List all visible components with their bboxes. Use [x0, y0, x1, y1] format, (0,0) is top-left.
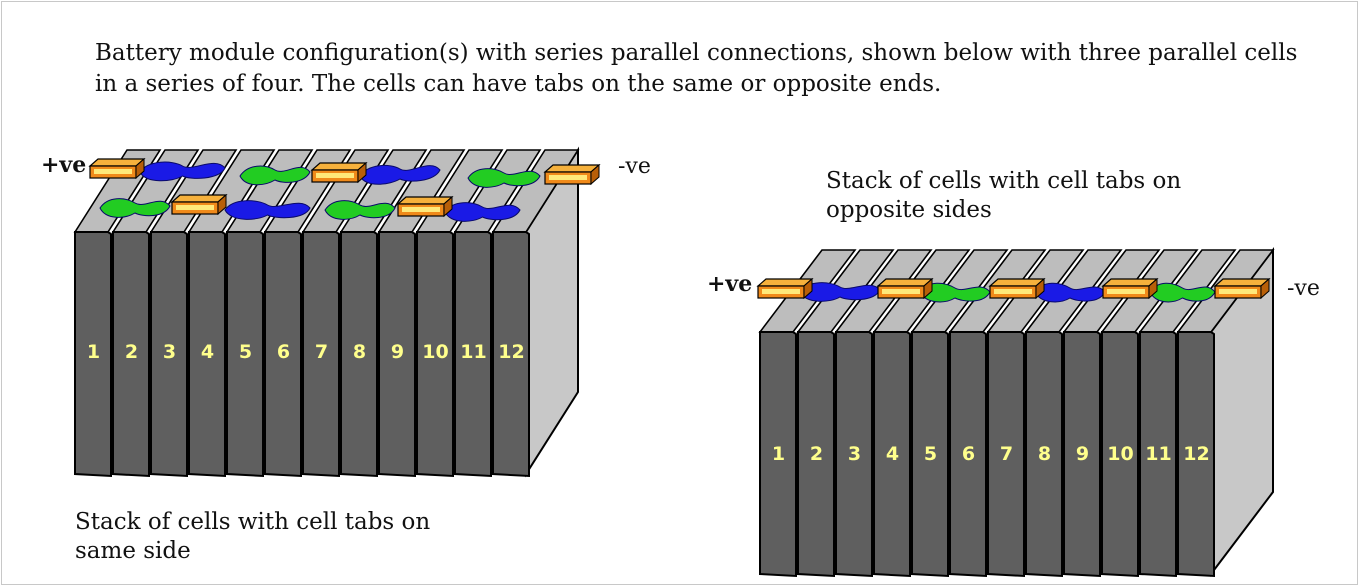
- right-cell-number: 4: [886, 443, 899, 465]
- left-cell-front: [302, 231, 340, 478]
- right-cell-front: [1063, 331, 1101, 578]
- right-busbar-side: [1035, 277, 1045, 300]
- right-positive-terminal-label: +ve: [707, 271, 753, 297]
- left-cell-front: [74, 231, 112, 478]
- right-cell-front: [1177, 331, 1215, 578]
- right-cell-number: 12: [1183, 443, 1209, 465]
- left-cell-number: 11: [460, 341, 486, 363]
- left-cell-number: 3: [163, 341, 176, 363]
- left-cell-number: 10: [422, 341, 448, 363]
- left-cell-number: 7: [315, 341, 328, 363]
- right-cell-front: [1025, 331, 1063, 578]
- left-cell-front: [416, 231, 454, 478]
- left-busbar-side: [217, 193, 227, 216]
- left-cell-number: 6: [277, 341, 290, 363]
- right-positive-busbar-side: [803, 277, 813, 300]
- right-busbar-highlight: [1107, 289, 1145, 294]
- left-cell-front: [378, 231, 416, 478]
- right-cell-number: 6: [962, 443, 975, 465]
- right-busbar: [876, 278, 934, 287]
- right-negative-busbar: [1213, 278, 1271, 287]
- left-busbar: [396, 196, 454, 205]
- left-cell-front: [188, 231, 226, 478]
- left-link-green: [324, 200, 396, 220]
- left-cell-front: [340, 231, 378, 478]
- right-positive-busbar-highlight: [762, 289, 800, 294]
- right-negative-terminal-label: -ve: [1287, 276, 1320, 301]
- left-caption-line2: same side: [75, 538, 191, 564]
- right-caption-line1: Stack of cells with cell tabs on: [826, 168, 1182, 194]
- left-cell-number: 4: [201, 341, 214, 363]
- left-link-blue: [139, 161, 226, 182]
- left-caption-line1: Stack of cells with cell tabs on: [75, 509, 431, 535]
- right-cell-front: [873, 331, 911, 578]
- left-cell-front: [492, 231, 530, 478]
- right-busbar-highlight: [882, 289, 920, 294]
- left-link-green: [467, 168, 541, 188]
- left-link-blue: [444, 202, 521, 222]
- right-cell-number: 2: [810, 443, 823, 465]
- left-link-green: [239, 165, 311, 186]
- left-busbar: [170, 194, 228, 203]
- left-negative-terminal-label: -ve: [618, 154, 651, 179]
- left-cell-number: 12: [498, 341, 524, 363]
- right-caption-line2: opposite sides: [826, 197, 992, 223]
- left-negative-busbar-highlight: [549, 175, 587, 180]
- left-cell-number: 1: [87, 341, 100, 363]
- left-busbar-side: [443, 195, 453, 218]
- left-cell-front: [112, 231, 150, 478]
- left-cell-front: [454, 231, 492, 478]
- right-cell-number: 10: [1107, 443, 1133, 465]
- right-cell-number: 3: [848, 443, 861, 465]
- left-busbar-side: [357, 161, 367, 184]
- left-cell-number: 5: [239, 341, 252, 363]
- right-busbar: [1101, 278, 1159, 287]
- right-busbar-side: [923, 277, 933, 300]
- right-cell-front: [987, 331, 1025, 578]
- right-cell-number: 9: [1076, 443, 1089, 465]
- left-busbar-highlight: [316, 173, 354, 178]
- right-busbar-side: [1148, 277, 1158, 300]
- right-cell-number: 7: [1000, 443, 1013, 465]
- left-cell-number: 8: [353, 341, 366, 363]
- right-cell-front: [949, 331, 987, 578]
- left-busbar-highlight: [176, 205, 214, 210]
- left-cell-front: [264, 231, 302, 478]
- right-cell-number: 5: [924, 443, 937, 465]
- right-cell-number: 8: [1038, 443, 1051, 465]
- right-negative-busbar-highlight: [1219, 289, 1257, 294]
- left-cell-number: 9: [391, 341, 404, 363]
- left-cell-front: [150, 231, 188, 478]
- left-busbar: [310, 162, 368, 171]
- left-positive-busbar-side: [135, 157, 145, 180]
- left-link-green: [99, 198, 171, 218]
- left-cell-number: 2: [125, 341, 138, 363]
- right-cell-front: [759, 331, 797, 578]
- right-negative-busbar-side: [1260, 277, 1270, 300]
- left-negative-busbar-side: [590, 163, 600, 186]
- left-positive-busbar: [88, 158, 146, 167]
- right-cell-front: [1139, 331, 1177, 578]
- right-cell-number: 1: [772, 443, 785, 465]
- intro-text: Battery module configuration(s) with ser…: [95, 40, 1298, 97]
- left-busbar-highlight: [402, 207, 440, 212]
- right-positive-busbar: [756, 278, 814, 287]
- left-link-blue: [359, 164, 441, 185]
- left-positive-terminal-label: +ve: [41, 152, 87, 178]
- left-cell-front: [226, 231, 264, 478]
- right-cell-front: [835, 331, 873, 578]
- right-busbar: [988, 278, 1046, 287]
- right-cell-front: [911, 331, 949, 578]
- right-cell-front: [1101, 331, 1139, 578]
- left-link-blue: [224, 200, 311, 220]
- right-cell-number: 11: [1145, 443, 1171, 465]
- left-positive-busbar-highlight: [94, 169, 132, 174]
- left-negative-busbar: [543, 164, 601, 173]
- right-busbar-highlight: [994, 289, 1032, 294]
- right-cell-front: [797, 331, 835, 578]
